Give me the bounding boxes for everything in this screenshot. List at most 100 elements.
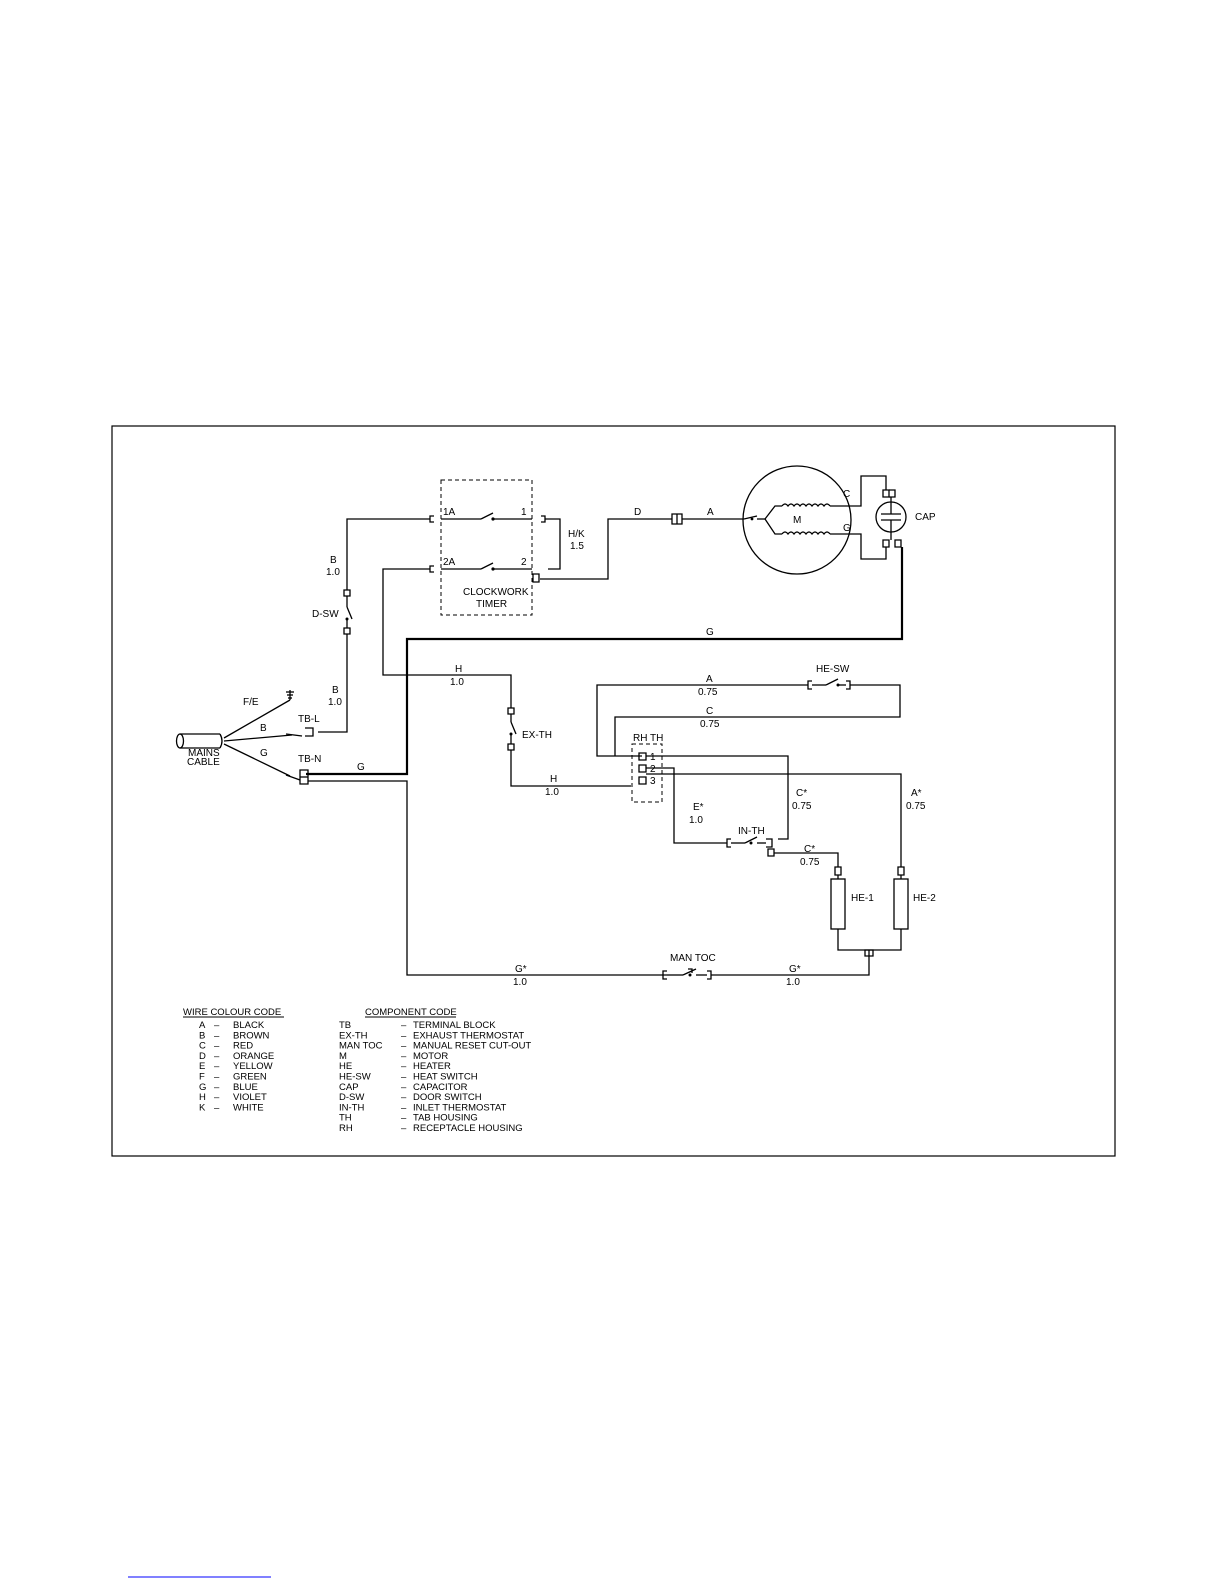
component-code-name: EXHAUST THERMOSTAT xyxy=(413,1030,524,1041)
clockwork-timer: 1A 1 2A 2 CLOCKWORK TIMER xyxy=(429,479,546,616)
wire-code-dash: – xyxy=(214,1102,220,1113)
exhaust-thermostat-label: EX-TH xyxy=(522,730,552,741)
component-code-abbrev: M xyxy=(339,1051,347,1062)
tb-l-label: TB-L xyxy=(298,714,320,725)
rh-pin-1: 1 xyxy=(650,752,656,763)
wire-code-letter: E xyxy=(199,1061,205,1072)
g-wire-mid-label: G xyxy=(357,762,365,773)
motor-label: M xyxy=(793,515,801,526)
tb-n-label: TB-N xyxy=(298,754,321,765)
wire-code-colour: BLUE xyxy=(233,1082,258,1093)
wire-colour-code-title: WIRE COLOUR CODE xyxy=(183,1007,281,1018)
diagram-frame xyxy=(111,425,1116,1157)
component-code-abbrev: HE-SW xyxy=(339,1072,371,1083)
manual-reset-cutout: MAN TOC xyxy=(662,953,716,980)
c-heat-wire-label: C xyxy=(706,706,713,717)
heat-switch-label: HE-SW xyxy=(816,664,850,675)
hk-wire-size: 1.5 xyxy=(570,541,584,552)
heater-1: HE-1 xyxy=(830,866,874,930)
wire-code-dash: – xyxy=(214,1082,220,1093)
component-code-name: DOOR SWITCH xyxy=(413,1092,482,1103)
exhaust-thermostat: EX-TH xyxy=(507,707,552,751)
motor-g-wire-label: G xyxy=(843,523,851,534)
timer-label-line2: TIMER xyxy=(476,599,507,610)
h-wire-lower-label: H xyxy=(550,774,557,785)
component-code-abbrev: HE xyxy=(339,1061,352,1072)
component-code-dash: – xyxy=(401,1123,407,1134)
timer-terminal-2: 2 xyxy=(521,557,527,568)
a-heat-wire-label: A xyxy=(706,674,713,685)
capacitor-label: CAP xyxy=(915,512,936,523)
door-switch: D-SW xyxy=(312,589,353,635)
component-code-name: HEATER xyxy=(413,1061,451,1072)
wire-code-dash: – xyxy=(214,1061,220,1072)
mains-cable-label-line2: CABLE xyxy=(187,757,220,768)
capacitor: CAP xyxy=(875,489,936,548)
timer-terminal-2a: 2A xyxy=(443,557,456,568)
c-star2-wire-label: C* xyxy=(804,844,815,855)
component-code-dash: – xyxy=(401,1113,407,1124)
c-star-wire-size: 0.75 xyxy=(792,801,812,812)
wire-code-dash: – xyxy=(214,1030,220,1041)
wire-code-letter: G xyxy=(199,1082,206,1093)
heater-2: HE-2 xyxy=(893,866,936,930)
he2-label: HE-2 xyxy=(913,893,936,904)
component-code-abbrev: CAP xyxy=(339,1082,359,1093)
component-code-dash: – xyxy=(401,1092,407,1103)
c-heat-wire-size: 0.75 xyxy=(700,719,720,730)
a-heat-wire-size: 0.75 xyxy=(698,687,718,698)
rh-th-label: RH TH xyxy=(633,733,663,744)
component-code-dash: – xyxy=(401,1051,407,1062)
wire-code-dash: – xyxy=(214,1020,220,1031)
mains-b-label: B xyxy=(260,723,267,734)
wire-code-dash: – xyxy=(214,1072,220,1083)
component-code-dash: – xyxy=(401,1030,407,1041)
g-star-left-size: 1.0 xyxy=(513,977,527,988)
a-wire-motor-label: A xyxy=(707,507,714,518)
inlet-thermostat-label: IN-TH xyxy=(738,826,765,837)
wire-code-colour: YELLOW xyxy=(233,1061,273,1072)
wire-code-letter: C xyxy=(199,1041,206,1052)
wire-code-colour: RED xyxy=(233,1041,253,1052)
g-star-left-label: G* xyxy=(515,964,527,975)
component-code-dash: – xyxy=(401,1072,407,1083)
component-code-name: TERMINAL BLOCK xyxy=(413,1020,496,1031)
mains-cable: F/E B G MAINS CABLE xyxy=(175,690,303,781)
wire-code-letter: F xyxy=(199,1072,205,1083)
timer-label-line1: CLOCKWORK xyxy=(463,587,529,598)
rh-pin-3: 3 xyxy=(650,776,656,787)
wire-code-letter: K xyxy=(199,1102,206,1113)
component-code-dash: – xyxy=(401,1061,407,1072)
fe-wire-label: F/E xyxy=(243,697,259,708)
h-wire-lower-size: 1.0 xyxy=(545,787,559,798)
h-wire-upper-label: H xyxy=(455,664,462,675)
g-wire-top-label: G xyxy=(706,627,714,638)
b-wire-upper-size: 1.0 xyxy=(326,567,340,578)
wire-code-colour: ORANGE xyxy=(233,1051,274,1062)
wire-code-dash: – xyxy=(214,1092,220,1103)
component-code-abbrev: RH xyxy=(339,1123,353,1134)
timer-terminal-1: 1 xyxy=(521,507,527,518)
component-code-name: HEAT SWITCH xyxy=(413,1072,478,1083)
e-star-wire-size: 1.0 xyxy=(689,815,703,826)
wire-code-letter: D xyxy=(199,1051,206,1062)
c-star-wire-label: C* xyxy=(796,788,807,799)
rh-pin-2: 2 xyxy=(650,764,656,775)
a-star-wire-label: A* xyxy=(911,788,922,799)
heat-switch: HE-SW xyxy=(807,664,851,690)
component-code-legend: COMPONENT CODE TB–TERMINAL BLOCKEX-TH–EX… xyxy=(339,1007,531,1134)
motor: M xyxy=(742,465,852,575)
wire-code-dash: – xyxy=(214,1051,220,1062)
component-code-title: COMPONENT CODE xyxy=(365,1007,457,1018)
terminal-block-n: TB-N xyxy=(298,754,321,785)
component-code-dash: – xyxy=(401,1082,407,1093)
component-code-abbrev: IN-TH xyxy=(339,1102,364,1113)
component-code-name: CAPACITOR xyxy=(413,1082,468,1093)
component-code-abbrev: MAN TOC xyxy=(339,1041,383,1052)
h-wire-upper-size: 1.0 xyxy=(450,677,464,688)
component-code-name: RECEPTACLE HOUSING xyxy=(413,1123,523,1134)
component-code-name: TAB HOUSING xyxy=(413,1113,478,1124)
component-code-name: MOTOR xyxy=(413,1051,448,1062)
component-code-dash: – xyxy=(401,1020,407,1031)
